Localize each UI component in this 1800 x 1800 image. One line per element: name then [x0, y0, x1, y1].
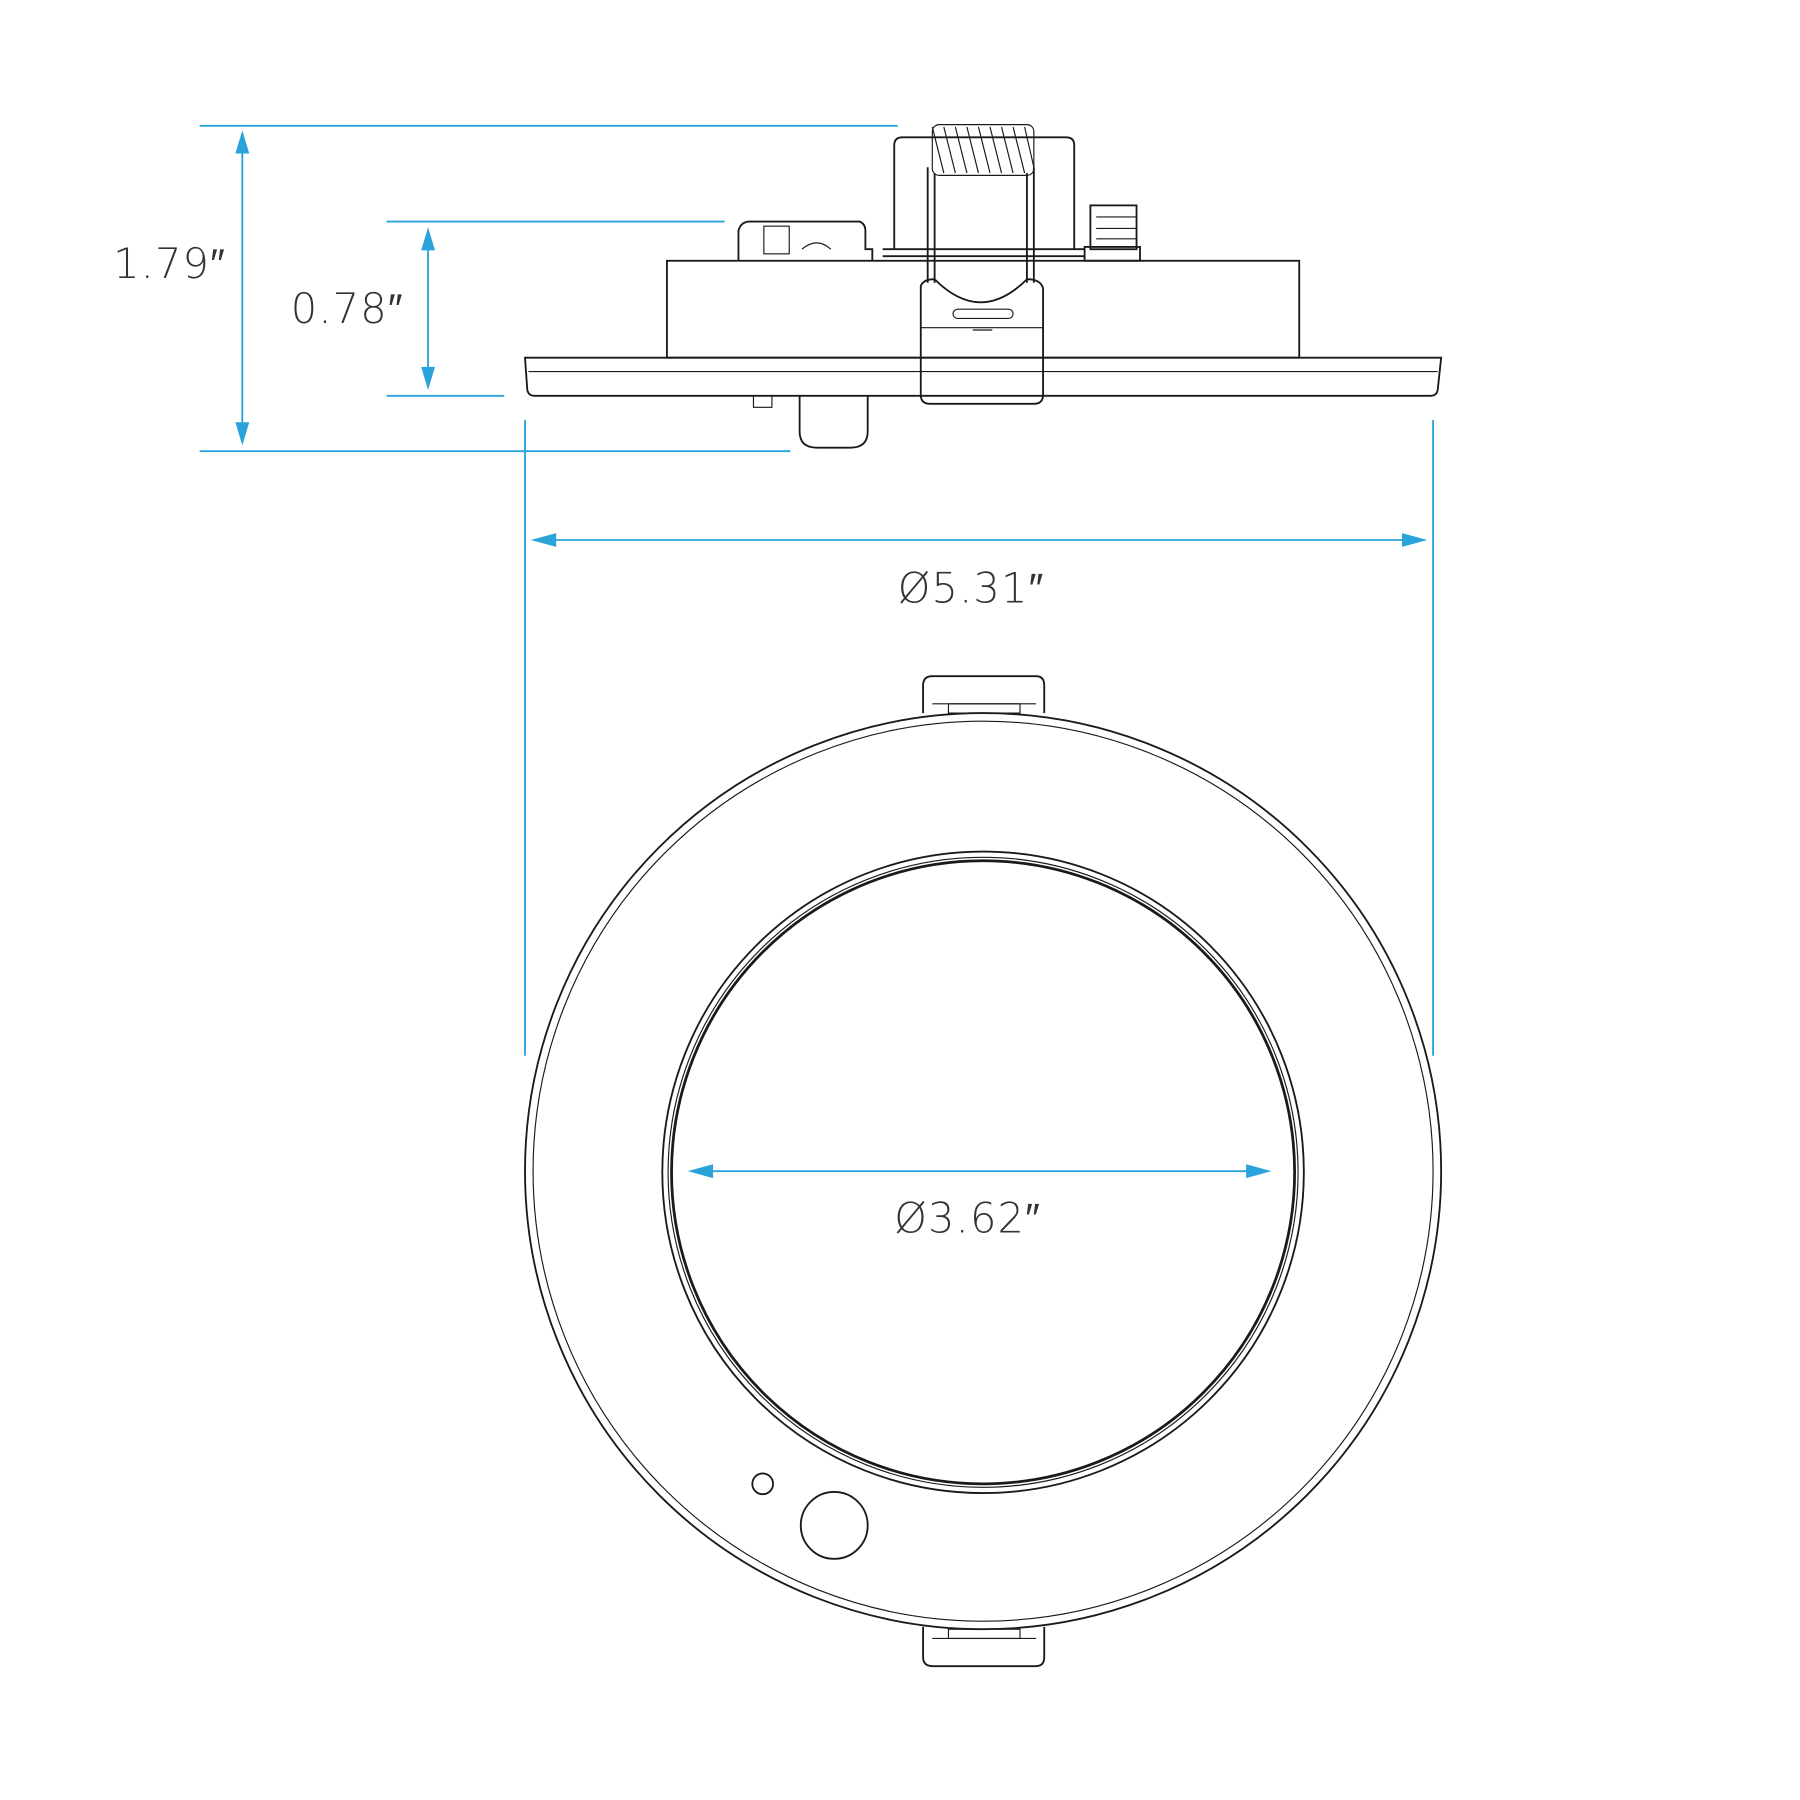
trim-height-label: 0.78″	[291, 284, 404, 333]
spring-icon	[931, 124, 1035, 176]
front-view	[524, 675, 1443, 1668]
overall-height-label: 1.79″	[113, 239, 226, 288]
outer-diameter-label: Ø5.31″	[898, 563, 1045, 612]
inner-diameter-label: Ø3.62″	[894, 1193, 1041, 1242]
overall-height-dimension: 1.79″	[113, 124, 898, 453]
motion-sensor-icon	[799, 1490, 869, 1560]
trim-height-dimension: 0.78″	[291, 220, 725, 397]
side-view	[524, 124, 1443, 449]
outer-diameter-dimension: Ø5.31″	[524, 419, 1434, 1056]
inner-diameter-dimension: Ø3.62″	[687, 1164, 1272, 1242]
indicator-led-icon	[751, 1472, 774, 1496]
